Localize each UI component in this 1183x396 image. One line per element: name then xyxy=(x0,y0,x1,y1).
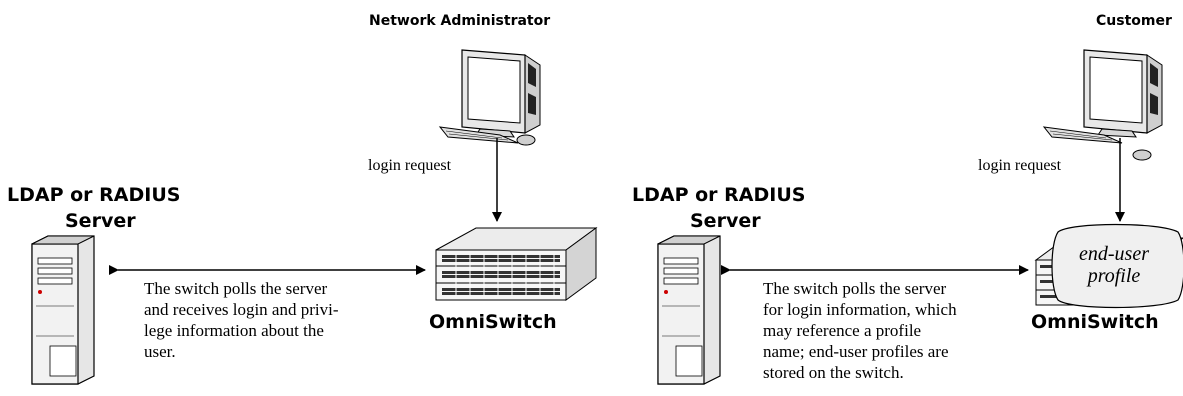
right-description-line: stored on the switch. xyxy=(763,363,904,382)
left-server-icon xyxy=(31,235,95,385)
left-description-line: lege information about the xyxy=(144,321,324,340)
left-server-title-line2: Server xyxy=(65,210,136,232)
right-description-line: may reference a profile xyxy=(763,321,921,340)
left-omniswitch-icon xyxy=(435,227,598,301)
left-server-title-line1: LDAP or RADIUS xyxy=(7,184,180,206)
end-user-profile-badge: end-user profile xyxy=(1051,223,1183,309)
customer-title: Customer xyxy=(1096,13,1172,29)
left-description: The switch polls the server and receives… xyxy=(144,279,343,361)
customer-login-request-label: login request xyxy=(978,157,1062,174)
customer-computer-icon xyxy=(1042,49,1163,161)
right-description-line: for login information, which xyxy=(763,300,957,319)
right-server-title-line1: LDAP or RADIUS xyxy=(632,184,805,206)
left-description-line: The switch polls the server xyxy=(144,279,328,298)
left-description-line: user. xyxy=(144,342,176,361)
right-omniswitch-label: OmniSwitch xyxy=(1031,311,1159,333)
right-description: The switch polls the server for login in… xyxy=(763,279,961,382)
right-server-title-line2: Server xyxy=(690,210,761,232)
right-server-icon xyxy=(657,235,721,385)
right-description-line: name; end-user profiles are xyxy=(763,342,949,361)
admin-login-request-label: login request xyxy=(368,157,452,174)
left-description-line: and receives login and privi- xyxy=(144,300,339,319)
right-description-line: The switch polls the server xyxy=(763,279,947,298)
admin-title: Network Administrator xyxy=(369,13,550,29)
profile-label-line1: end-user xyxy=(1079,243,1149,265)
admin-computer-icon xyxy=(438,49,541,146)
profile-label-line2: profile xyxy=(1086,265,1141,287)
left-omniswitch-label: OmniSwitch xyxy=(429,311,557,333)
